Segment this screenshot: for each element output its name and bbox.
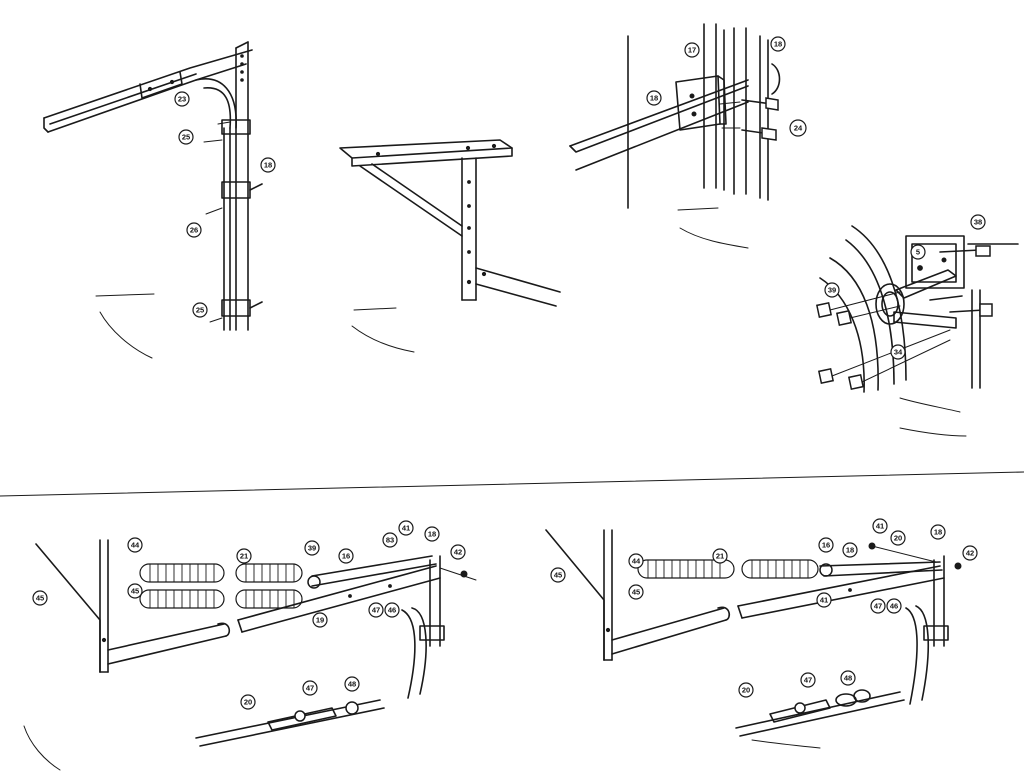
callout-v5-m: 46 <box>384 602 400 618</box>
callout-v6-l: 47 <box>870 598 886 614</box>
callout-v5-k: 19 <box>312 612 328 628</box>
callout-v6-i: 18 <box>930 524 946 540</box>
svg-text:45: 45 <box>554 571 562 580</box>
callout-v6-k: 41 <box>816 592 832 608</box>
svg-text:5: 5 <box>916 248 920 257</box>
svg-text:46: 46 <box>388 606 396 615</box>
callout-v1-d: 26 <box>186 222 202 238</box>
callout-v6-p: 48 <box>840 670 856 686</box>
svg-text:18: 18 <box>428 530 436 539</box>
callout-v3-d: 24 <box>789 119 807 137</box>
callout-v5-f: 16 <box>338 548 354 564</box>
callout-v3-c: 18 <box>646 90 662 106</box>
svg-text:47: 47 <box>372 606 380 615</box>
svg-text:39: 39 <box>308 544 316 553</box>
svg-text:47: 47 <box>306 684 314 693</box>
svg-text:48: 48 <box>348 680 356 689</box>
section-divider <box>0 471 1024 497</box>
svg-text:34: 34 <box>894 348 903 357</box>
view-pulley-bracket: 38 5 39 34 <box>815 214 1019 437</box>
callout-v5-b: 45 <box>32 590 48 606</box>
callout-v5-g: 83 <box>382 532 398 548</box>
svg-text:23: 23 <box>178 95 186 104</box>
svg-text:42: 42 <box>454 548 462 557</box>
callout-v6-n: 20 <box>738 682 754 698</box>
callout-v1-c: 18 <box>260 157 276 173</box>
svg-text:44: 44 <box>131 541 140 550</box>
svg-text:41: 41 <box>820 596 828 605</box>
callout-v5-j: 42 <box>450 544 466 560</box>
svg-text:83: 83 <box>386 536 394 545</box>
callout-v6-d: 21 <box>712 548 728 564</box>
svg-text:16: 16 <box>342 552 350 561</box>
svg-text:17: 17 <box>688 46 696 55</box>
svg-text:19: 19 <box>316 616 324 625</box>
callout-v4-a: 38 <box>970 214 986 230</box>
view-curved-track: 23 25 18 26 25 <box>43 41 276 359</box>
callout-v4-c: 39 <box>824 282 840 298</box>
svg-text:38: 38 <box>974 218 982 227</box>
svg-text:26: 26 <box>190 226 198 235</box>
svg-text:20: 20 <box>894 534 902 543</box>
callout-v5-i: 18 <box>424 526 440 542</box>
svg-text:18: 18 <box>846 546 854 555</box>
svg-text:45: 45 <box>131 587 139 596</box>
svg-text:18: 18 <box>934 528 942 537</box>
callout-v5-d: 21 <box>236 548 252 564</box>
svg-text:20: 20 <box>244 698 252 707</box>
callout-v4-b: 5 <box>910 244 926 260</box>
svg-text:18: 18 <box>774 40 782 49</box>
view-jamb-bracket: 17 18 18 24 <box>569 23 807 249</box>
callout-v6-m: 46 <box>886 598 902 614</box>
svg-text:47: 47 <box>804 676 812 685</box>
svg-text:39: 39 <box>828 286 836 295</box>
callout-v3-a: 17 <box>684 42 700 58</box>
svg-text:20: 20 <box>742 686 750 695</box>
callout-v3-b: 18 <box>770 36 786 52</box>
view-spring-assembly-single: 45 44 45 21 16 18 41 20 <box>545 518 978 749</box>
callout-v5-e: 39 <box>304 540 320 556</box>
callout-v6-j: 42 <box>962 545 978 561</box>
svg-text:21: 21 <box>716 552 724 561</box>
svg-text:48: 48 <box>844 674 852 683</box>
callout-v5-a: 44 <box>127 537 143 553</box>
callout-v5-o: 47 <box>302 680 318 696</box>
callout-v5-p: 48 <box>344 676 360 692</box>
svg-text:21: 21 <box>240 552 248 561</box>
svg-text:25: 25 <box>182 133 190 142</box>
svg-text:18: 18 <box>264 161 272 170</box>
callout-v6-h: 20 <box>890 530 906 546</box>
callout-v1-b: 25 <box>178 129 194 145</box>
svg-text:44: 44 <box>632 557 641 566</box>
callout-v6-o: 47 <box>800 672 816 688</box>
callout-v4-d: 34 <box>890 344 906 360</box>
svg-text:41: 41 <box>402 524 410 533</box>
callout-v5-l: 47 <box>368 602 384 618</box>
svg-text:41: 41 <box>876 522 884 531</box>
callout-v6-e: 16 <box>818 537 834 553</box>
svg-text:46: 46 <box>890 602 898 611</box>
callout-v5-c: 45 <box>127 583 143 599</box>
callout-v6-b: 44 <box>628 553 644 569</box>
svg-text:42: 42 <box>966 549 974 558</box>
svg-text:16: 16 <box>822 541 830 550</box>
callout-v1-a: 23 <box>174 91 190 107</box>
callout-v5-n: 20 <box>240 694 256 710</box>
callout-v1-e: 25 <box>192 302 208 318</box>
callout-v6-c: 45 <box>628 584 644 600</box>
callout-v6-g: 41 <box>872 518 888 534</box>
view-angle-brace <box>339 139 561 353</box>
callout-v6-a: 45 <box>550 567 566 583</box>
svg-text:24: 24 <box>794 124 803 133</box>
view-spring-assembly-double: 44 45 45 21 39 16 83 41 <box>23 520 477 771</box>
callout-v5-h: 41 <box>398 520 414 536</box>
callout-v6-f: 18 <box>842 542 858 558</box>
svg-text:18: 18 <box>650 94 658 103</box>
svg-text:45: 45 <box>36 594 44 603</box>
svg-text:47: 47 <box>874 602 882 611</box>
svg-text:25: 25 <box>196 306 204 315</box>
svg-text:45: 45 <box>632 588 640 597</box>
